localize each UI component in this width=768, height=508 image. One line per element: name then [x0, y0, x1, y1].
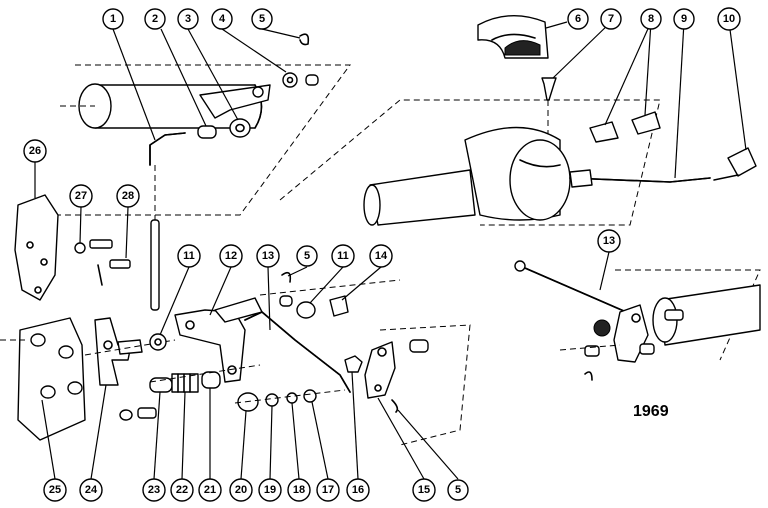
- callout-3: 3: [177, 8, 199, 30]
- svg-text:7: 7: [608, 13, 614, 25]
- svg-text:26: 26: [29, 145, 41, 157]
- svg-text:6: 6: [575, 13, 581, 25]
- svg-text:5: 5: [304, 250, 310, 262]
- svg-text:21: 21: [204, 484, 216, 496]
- svg-text:16: 16: [352, 484, 364, 496]
- linkage-rod-assembly: [235, 273, 470, 445]
- callout-4: 4: [211, 8, 233, 30]
- svg-text:13: 13: [603, 235, 615, 247]
- callout-20: 20: [229, 478, 253, 502]
- callout-5b: 5: [296, 245, 318, 267]
- svg-text:9: 9: [681, 13, 687, 25]
- callout-27: 27: [69, 184, 93, 208]
- callout-17: 17: [316, 478, 340, 502]
- callout-23: 23: [142, 478, 166, 502]
- svg-text:1: 1: [110, 13, 116, 25]
- callout-8: 8: [640, 8, 662, 30]
- callout-16: 16: [346, 478, 370, 502]
- svg-text:8: 8: [648, 13, 654, 25]
- callout-1: 1: [102, 8, 124, 30]
- 1969-inset-assembly: [515, 261, 760, 380]
- callout-26: 26: [23, 139, 47, 163]
- callout-9: 9: [673, 8, 695, 30]
- svg-text:27: 27: [75, 190, 87, 202]
- callout-6: 6: [567, 8, 589, 30]
- callout-19: 19: [258, 478, 282, 502]
- svg-text:13: 13: [262, 250, 274, 262]
- svg-text:3: 3: [185, 13, 191, 25]
- upper-right-column-assembly: [280, 16, 756, 225]
- callout-13a: 13: [256, 244, 280, 268]
- callouts: 1 2 3 4 5 6 7 8 9 10 26 27 28 11 12 13 5…: [23, 7, 741, 502]
- svg-text:20: 20: [235, 484, 247, 496]
- callout-15: 15: [412, 478, 436, 502]
- svg-text:11: 11: [183, 250, 195, 262]
- callout-18: 18: [287, 478, 311, 502]
- svg-text:10: 10: [723, 13, 735, 25]
- svg-text:25: 25: [49, 484, 61, 496]
- svg-text:24: 24: [85, 484, 98, 496]
- svg-text:15: 15: [418, 484, 430, 496]
- callout-10: 10: [717, 7, 741, 31]
- svg-text:28: 28: [122, 190, 134, 202]
- callout-11b: 11: [331, 244, 355, 268]
- callout-14: 14: [369, 244, 393, 268]
- svg-text:23: 23: [148, 484, 160, 496]
- callout-13b: 13: [597, 229, 621, 253]
- svg-text:17: 17: [322, 484, 334, 496]
- svg-text:22: 22: [176, 484, 188, 496]
- lower-left-brackets: [0, 195, 175, 440]
- callout-5: 5: [251, 8, 273, 30]
- upper-column-assembly: [40, 34, 350, 310]
- svg-text:12: 12: [225, 250, 237, 262]
- svg-text:19: 19: [264, 484, 276, 496]
- svg-text:5: 5: [259, 13, 265, 25]
- callout-22: 22: [170, 478, 194, 502]
- callout-21: 21: [198, 478, 222, 502]
- svg-text:14: 14: [375, 250, 388, 262]
- svg-text:4: 4: [219, 13, 226, 25]
- leader-lines: [34, 21, 747, 480]
- callout-11a: 11: [177, 244, 201, 268]
- callout-5c: 5: [447, 479, 469, 501]
- center-lever-assembly: [150, 298, 262, 392]
- year-label: 1969: [633, 403, 669, 420]
- svg-text:18: 18: [293, 484, 305, 496]
- callout-24: 24: [79, 478, 103, 502]
- callout-25: 25: [43, 478, 67, 502]
- svg-text:11: 11: [337, 250, 349, 262]
- callout-28: 28: [116, 184, 140, 208]
- svg-text:5: 5: [455, 484, 461, 496]
- callout-2: 2: [144, 8, 166, 30]
- callout-7: 7: [600, 8, 622, 30]
- callout-12: 12: [219, 244, 243, 268]
- svg-text:2: 2: [152, 13, 158, 25]
